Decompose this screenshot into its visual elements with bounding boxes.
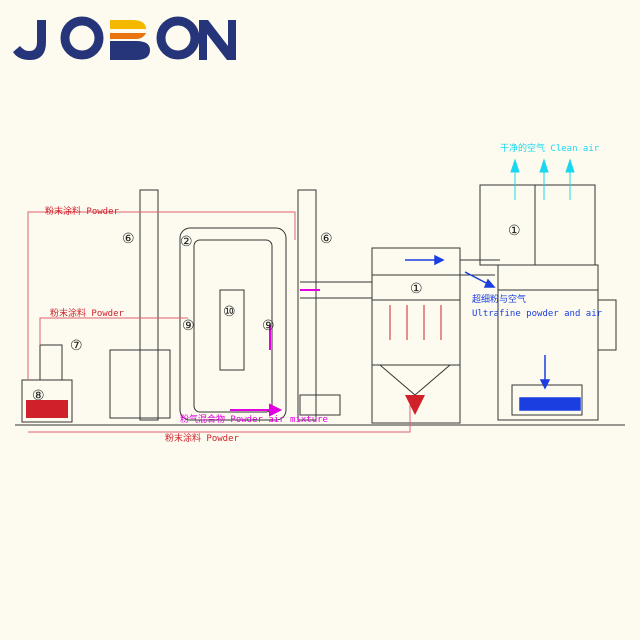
lift-right — [297, 189, 317, 421]
powder-air-mixture-label: 粉气混合物 Powder air mixture — [180, 413, 328, 425]
powder-label-top: 粉末涂料 Powder — [45, 205, 120, 217]
marker-lift-left: ⑥ — [122, 231, 135, 247]
marker-sieve: ⑦ — [70, 338, 83, 354]
jobon-logo — [13, 16, 236, 60]
marker-gun-left: ⑨ — [182, 318, 195, 334]
powder-label-mid: 粉末涂料 Powder — [50, 307, 125, 319]
booth — [179, 227, 287, 421]
powder-fill — [26, 395, 425, 418]
ultrafine-label-en: Ultrafine powder and air — [472, 309, 603, 319]
marker-cyclone-filter: ① — [410, 281, 423, 297]
sieve — [39, 344, 63, 381]
lift-left — [139, 189, 159, 421]
powder-flow-lines — [27, 211, 411, 433]
powder-air-arrows — [230, 289, 320, 417]
clean-air-label: 干净的空气 Clean air — [500, 142, 600, 154]
marker-workpiece: ⑩ — [223, 304, 236, 320]
air-arrows — [405, 254, 581, 411]
marker-booth: ② — [180, 234, 193, 250]
workpiece — [219, 289, 245, 371]
cartridge-filter — [479, 184, 596, 266]
clean-air-arrows — [510, 158, 575, 200]
down-arrows — [389, 305, 442, 340]
cyclone-filter — [371, 247, 461, 424]
marker-gun-right: ⑨ — [262, 318, 275, 334]
powder-label-bottom: 粉末涂料 Powder — [165, 432, 240, 444]
ultrafine-label-cn: 超细粉与空气 — [472, 293, 526, 305]
marker-lift-right: ⑥ — [320, 231, 333, 247]
marker-cartridge-filter: ① — [508, 223, 521, 239]
marker-powder-hopper: ⑧ — [32, 388, 45, 404]
